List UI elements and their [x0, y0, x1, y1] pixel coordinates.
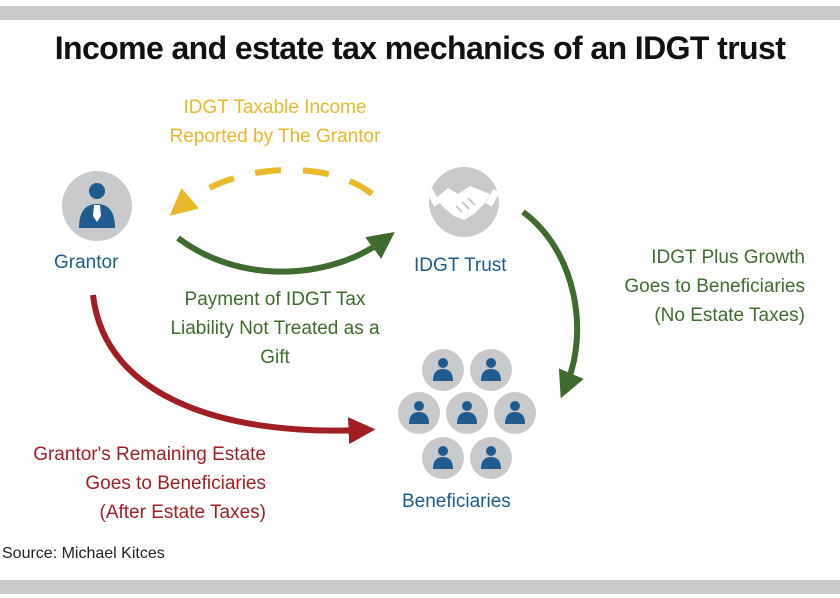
income-flow-label: IDGT Taxable Income Reported by The Gran… — [169, 97, 381, 147]
beneficiary-item — [398, 392, 440, 434]
beneficiary-item — [446, 392, 488, 434]
trust-growth-flow-label: IDGT Plus Growth Goes to Beneficiaries (… — [624, 247, 805, 326]
beneficiary-item — [494, 392, 536, 434]
handshake-icon — [426, 186, 500, 220]
beneficiaries-cluster — [398, 349, 536, 479]
income-reporting-arrow — [169, 166, 374, 216]
grantor-label: Grantor — [54, 252, 119, 273]
beneficiary-item — [470, 349, 512, 391]
grantor-node — [62, 171, 132, 241]
person-icon — [433, 358, 453, 381]
bottom-divider-bar — [0, 580, 840, 594]
trust-growth-arrow — [521, 209, 584, 399]
person-icon — [409, 401, 429, 424]
tax-payment-arrow — [176, 231, 395, 275]
source-credit: Source: Michael Kitces — [2, 545, 165, 562]
person-icon — [481, 446, 501, 469]
beneficiary-item — [470, 437, 512, 479]
trust-label: IDGT Trust — [414, 255, 507, 276]
trust-node — [426, 167, 500, 237]
top-divider-bar — [0, 6, 840, 20]
beneficiary-item — [422, 349, 464, 391]
page-title: Income and estate tax mechanics of an ID… — [54, 30, 786, 66]
person-with-tie-icon — [79, 183, 115, 228]
tax-payment-flow-label: Payment of IDGT Tax Liability Not Treate… — [170, 289, 380, 368]
beneficiaries-label: Beneficiaries — [402, 491, 511, 512]
remaining-estate-flow-label: Grantor's Remaining Estate Goes to Benef… — [33, 444, 266, 523]
beneficiary-item — [422, 437, 464, 479]
person-icon — [481, 358, 501, 381]
remaining-estate-arrow — [90, 294, 376, 445]
person-icon — [505, 401, 525, 424]
person-icon — [433, 446, 453, 469]
person-icon — [457, 401, 477, 424]
